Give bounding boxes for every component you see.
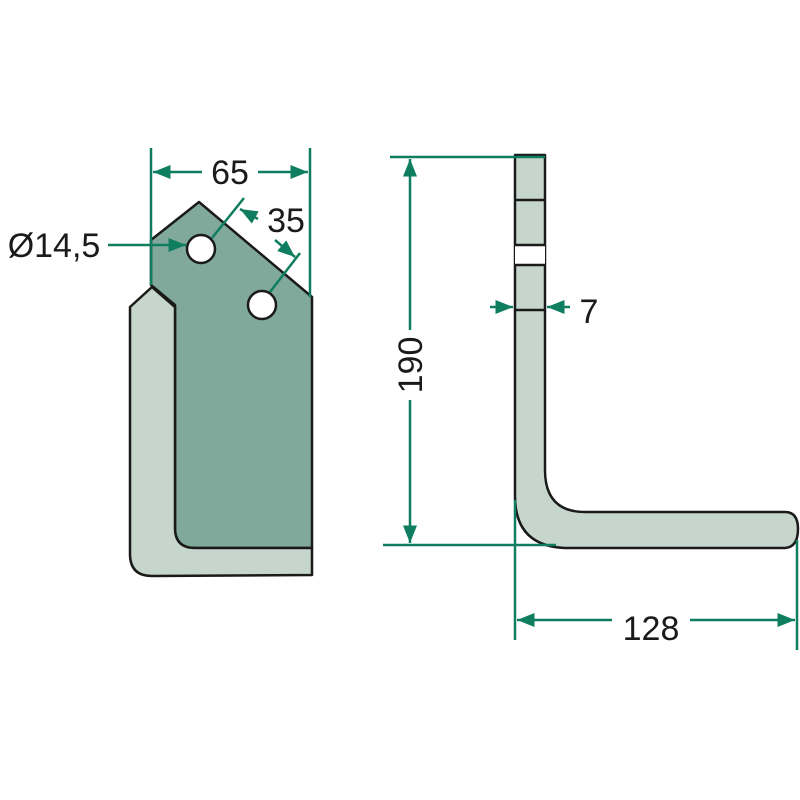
hole-spacing-label: 35 [267,202,305,240]
depth-label: 128 [623,610,680,648]
blade-side-view [513,153,800,550]
blade-front-view [128,200,314,578]
height-label: 190 [392,337,430,394]
dimension-lines [108,148,799,650]
mounting-hole-2 [246,289,278,321]
blade-edge [128,285,314,578]
mounting-hole-1 [185,233,217,265]
thickness-label: 7 [580,293,599,331]
hole-diameter-label: Ø14,5 [8,227,101,265]
slot-gap [515,245,545,265]
width-label: 65 [211,154,249,192]
blade-profile [513,153,800,550]
